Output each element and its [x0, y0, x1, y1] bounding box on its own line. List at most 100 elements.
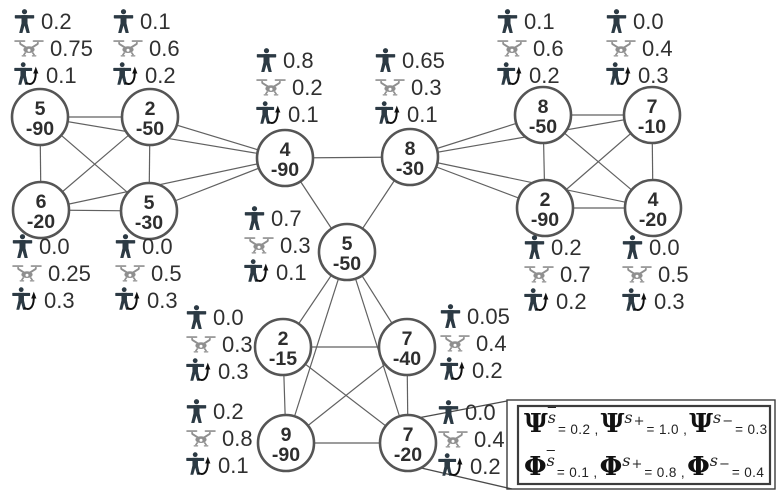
node-visits: 9 — [281, 424, 292, 446]
stat-value: 0.3 — [218, 359, 249, 384]
node-visits: 7 — [402, 328, 413, 350]
node-visits: 2 — [145, 98, 156, 120]
drone-icon — [438, 430, 468, 449]
node-circle — [11, 180, 71, 240]
stat-value: 0.05 — [467, 304, 510, 329]
node-stats-group: 0.0 0.4 0.2 — [438, 399, 505, 480]
stat-value: 0.8 — [222, 426, 253, 451]
graph-node: 5 -90 — [10, 87, 70, 147]
node-circle — [255, 128, 315, 188]
superscript-plus: + — [631, 457, 643, 472]
uav-stat-row: 0.8 — [186, 425, 253, 452]
superscript-s: s — [713, 408, 722, 427]
superscript-s-bar: s — [547, 408, 556, 427]
uav-stat-row: 0.3 — [375, 74, 445, 101]
stat-value: 0.0 — [649, 235, 680, 260]
node-circle — [317, 222, 377, 282]
stat-value: 0.1 — [524, 9, 555, 34]
drone-icon — [497, 39, 527, 58]
stat-value: 0.75 — [50, 36, 93, 61]
person-return-icon — [438, 453, 468, 480]
stat-value: 0.5 — [151, 261, 182, 286]
stat-value: 0.1 — [46, 63, 77, 88]
stat-value: 0.2 — [529, 63, 560, 88]
node-circle — [10, 87, 70, 147]
return-stat-row: 0.2 — [497, 62, 564, 89]
return-stat-row: 0.2 — [113, 62, 180, 89]
person-return-icon — [256, 101, 286, 128]
drone-icon — [256, 78, 286, 97]
legend-value: = 0.4 — [731, 465, 765, 480]
node-reward: -30 — [396, 158, 424, 180]
node-stats-group: 0.2 0.8 0.1 — [186, 398, 253, 479]
person-icon — [12, 234, 33, 259]
uav-stat-row: 0.25 — [12, 260, 91, 287]
uav-stat-row: 0.4 — [606, 35, 673, 62]
node-reward: -50 — [136, 118, 164, 140]
graph-node: 7 -20 — [378, 413, 438, 473]
stat-value: 0.65 — [402, 48, 445, 73]
graph-node: 9 -90 — [256, 413, 316, 473]
node-stats-group: 0.0 0.3 0.3 — [186, 304, 253, 385]
node-reward: -90 — [531, 209, 559, 231]
uav-stat-row: 0.6 — [113, 35, 180, 62]
legend-value: = 0.3 — [735, 422, 768, 437]
return-stat-row: 0.2 — [438, 453, 505, 480]
stat-value: 0.3 — [147, 288, 178, 313]
graph-node: 5 -50 — [317, 222, 377, 282]
person-return-icon — [622, 288, 652, 315]
person-icon — [256, 48, 277, 73]
stat-value: 0.0 — [39, 234, 70, 259]
stat-value: 0.3 — [411, 75, 442, 100]
return-stat-row: 0.3 — [606, 62, 673, 89]
drone-icon — [115, 264, 145, 283]
phi-symbol: Φ — [524, 452, 547, 482]
human-stat-row: 0.2 — [524, 234, 591, 261]
return-stat-row: 0.3 — [12, 287, 91, 314]
node-circle — [253, 317, 313, 377]
legend-value: = 0.8 , — [644, 465, 686, 480]
graph-node: 6 -20 — [11, 180, 71, 240]
node-reward: -20 — [639, 209, 667, 231]
return-stat-row: 0.1 — [14, 62, 93, 89]
node-stats-group: 0.8 0.2 0.1 — [256, 47, 323, 128]
node-visits: 2 — [278, 328, 289, 350]
node-visits: 6 — [36, 191, 47, 213]
superscript-s: s — [709, 451, 718, 470]
graph-node: 5 -30 — [119, 181, 179, 241]
return-stat-row: 0.3 — [115, 287, 182, 314]
psi-symbol: Ψ — [689, 409, 713, 439]
stat-value: 0.8 — [283, 48, 314, 73]
person-return-icon — [606, 62, 636, 89]
stat-value: 0.3 — [222, 332, 253, 357]
stat-value: 0.1 — [276, 260, 307, 285]
stat-value: 0.0 — [142, 234, 173, 259]
person-icon — [244, 206, 265, 231]
human-stat-row: 0.0 — [186, 304, 253, 331]
graph-node: 4 -20 — [623, 178, 683, 238]
node-reward: -30 — [135, 212, 163, 234]
uav-stat-row: 0.3 — [186, 331, 253, 358]
person-return-icon — [115, 287, 145, 314]
node-reward: -50 — [333, 253, 361, 275]
stat-value: 0.0 — [213, 305, 244, 330]
drone-icon — [375, 78, 405, 97]
graph-node: 2 -15 — [253, 317, 313, 377]
stat-value: 0.2 — [472, 358, 503, 383]
stat-value: 0.6 — [533, 36, 564, 61]
human-stat-row: 0.8 — [256, 47, 323, 74]
uav-stat-row: 0.6 — [497, 35, 564, 62]
return-stat-row: 0.1 — [186, 452, 253, 479]
uav-stat-row: 0.4 — [440, 330, 510, 357]
graph-node: 2 -50 — [120, 87, 180, 147]
person-icon — [438, 400, 459, 425]
person-icon — [375, 48, 396, 73]
legend-psi-row: Ψs= 0.2 ,Ψs+= 1.0 ,Ψs−= 0.3 — [521, 405, 769, 448]
uav-stat-row: 0.7 — [524, 261, 591, 288]
human-stat-row: 0.0 — [115, 233, 182, 260]
human-stat-row: 0.0 — [438, 399, 505, 426]
node-stats-group: 0.2 0.7 0.2 — [524, 234, 591, 315]
node-stats-group: 0.0 0.5 0.3 — [115, 233, 182, 314]
stat-value: 0.1 — [288, 102, 319, 127]
